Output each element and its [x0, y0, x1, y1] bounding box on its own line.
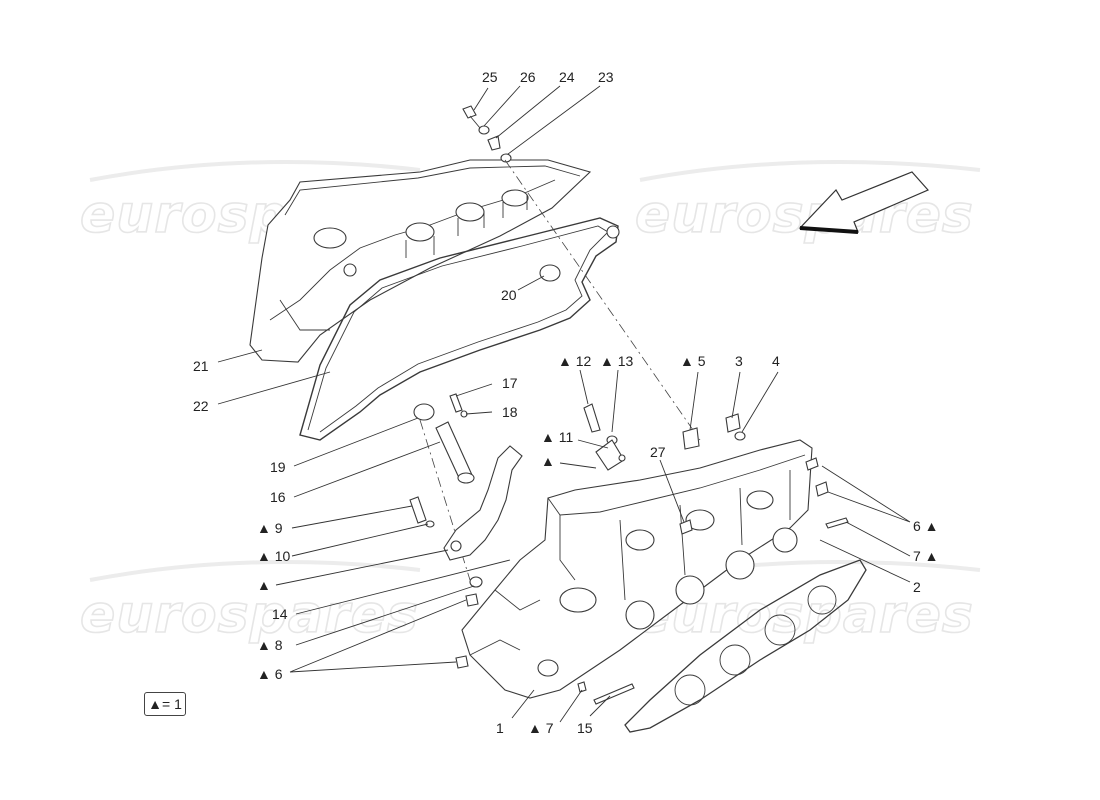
callout-label: ▲: [541, 453, 555, 469]
small-fasteners: [409, 393, 849, 705]
head-gasket: [624, 559, 867, 733]
callout-labels: 25 26 24 23 20 21 22 ▲ 12 ▲ 13 ▲ 5 3 4 1…: [193, 69, 939, 736]
callout-label: 2: [913, 579, 921, 595]
centerline: [504, 159, 701, 441]
callout-label: ▲ 7: [528, 720, 554, 736]
callout-label: ▲ 10: [257, 548, 291, 564]
valve-cover-gasket: [299, 217, 620, 441]
bracket: [443, 445, 523, 561]
callout-label: 24: [559, 69, 575, 85]
callout-label: 4: [772, 353, 780, 369]
watermark-text: eurospares: [635, 585, 974, 645]
callout-label: ▲ 11: [541, 429, 573, 445]
callout-label: 27: [650, 444, 666, 460]
cover-fasteners: [462, 105, 512, 163]
legend-box: ▲= 1: [144, 692, 186, 716]
callout-label: 21: [193, 358, 209, 374]
callout-label: 15: [577, 720, 593, 736]
callout-label: 14: [272, 606, 288, 622]
callout-label: 22: [193, 398, 209, 414]
callout-label: ▲: [257, 577, 271, 593]
callout-label: 26: [520, 69, 536, 85]
callout-label: 7 ▲: [913, 548, 939, 564]
callout-label: ▲ 12: [558, 353, 592, 369]
callout-label: 17: [502, 375, 518, 391]
callout-label: 1: [496, 720, 504, 736]
callout-label: 19: [270, 459, 286, 475]
callout-label: ▲ 8: [257, 637, 283, 653]
watermark-text: eurospares: [635, 185, 974, 245]
callout-label: 6 ▲: [913, 518, 939, 534]
callout-label: ▲ 13: [600, 353, 634, 369]
leader-lines: [217, 85, 911, 723]
oil-filler-cap: [539, 264, 561, 282]
callout-label: 16: [270, 489, 286, 505]
watermark-text: eurospares: [80, 585, 419, 645]
watermark-layer: eurospares eurospares eurospares eurospa…: [79, 160, 981, 646]
legend-text: ▲= 1: [148, 696, 182, 712]
callout-label: 3: [735, 353, 743, 369]
direction-arrow-icon: [798, 171, 929, 234]
callout-label: 20: [501, 287, 517, 303]
callout-label: ▲ 9: [257, 520, 283, 536]
valve-cover: [249, 159, 592, 363]
callout-label: 18: [502, 404, 518, 420]
callout-label: 25: [482, 69, 498, 85]
callout-label: 23: [598, 69, 614, 85]
callout-label: ▲ 5: [680, 353, 706, 369]
callout-label: ▲ 6: [257, 666, 283, 682]
sensor-and-plug: [413, 403, 475, 484]
cylinder-head: [461, 439, 813, 699]
